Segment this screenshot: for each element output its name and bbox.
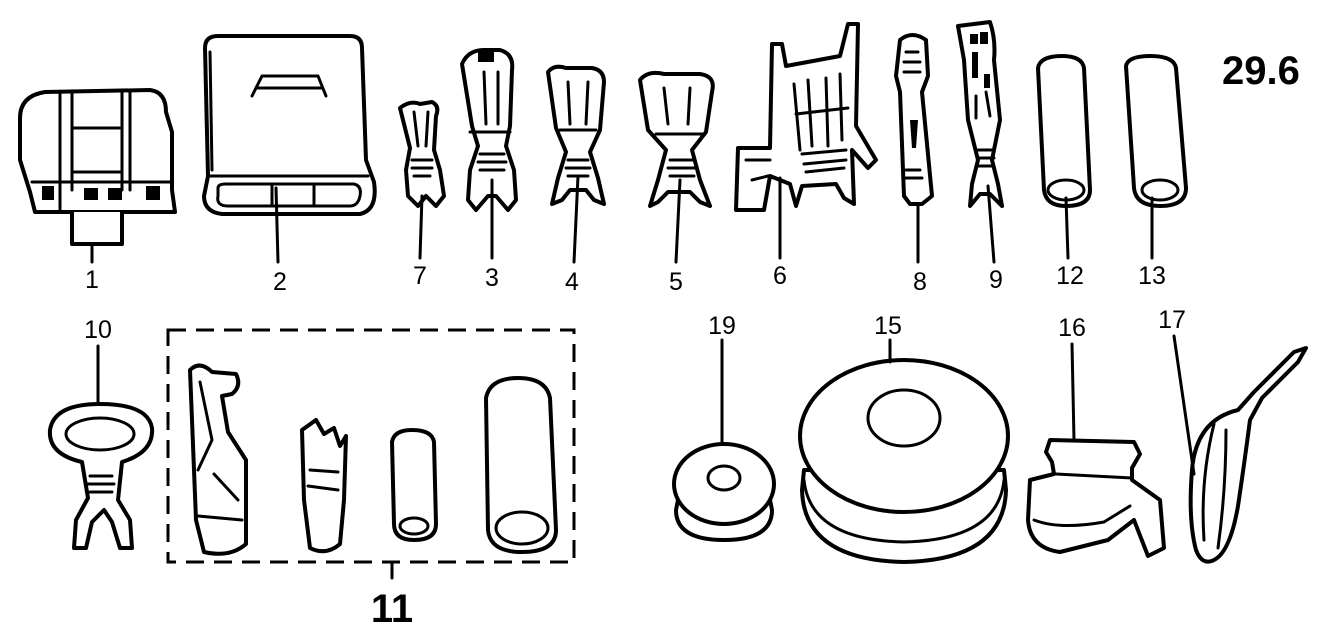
part-13-sleeve-icon <box>1124 54 1188 208</box>
leader-12 <box>1064 196 1070 260</box>
leader-4 <box>572 174 580 264</box>
part-1-connector-housing-icon <box>18 88 177 246</box>
part-12-sleeve-icon <box>1036 54 1092 208</box>
label-16: 16 <box>1058 314 1086 342</box>
leader-lines <box>90 174 1196 580</box>
part-3-blade-terminal-icon <box>460 48 518 212</box>
leader-5 <box>674 178 682 264</box>
leader-7 <box>418 194 424 260</box>
callout-labels: 1 2 7 3 4 5 6 8 9 12 13 10 11 19 15 16 1… <box>84 262 1186 631</box>
label-9: 9 <box>989 266 1003 294</box>
label-1: 1 <box>85 266 99 294</box>
label-13: 13 <box>1138 262 1166 290</box>
part-6-multi-pin-terminal-icon <box>734 22 878 212</box>
part-15-large-grommet-icon <box>798 358 1010 564</box>
label-4: 4 <box>565 268 579 296</box>
label-6: 6 <box>773 262 787 290</box>
part-8-pin-terminal-icon <box>894 33 934 206</box>
part-7-small-blade-terminal-icon <box>398 100 446 208</box>
label-19: 19 <box>708 312 736 340</box>
leader-2 <box>274 186 280 264</box>
part-2-connector-cover-icon <box>202 34 377 216</box>
part-9-pin-terminal-icon <box>956 20 1004 208</box>
label-12: 12 <box>1056 262 1084 290</box>
label-11: 11 <box>371 587 413 631</box>
part-17-cable-tie-icon <box>1188 346 1308 564</box>
part-11-repair-kit-icon <box>166 328 576 564</box>
label-3: 3 <box>485 264 499 292</box>
leader-17 <box>1172 334 1196 476</box>
part-5-wide-blade-terminal-icon <box>638 70 715 208</box>
label-10: 10 <box>84 316 112 344</box>
label-5: 5 <box>669 268 683 296</box>
leader-16 <box>1070 342 1076 442</box>
leader-9 <box>986 184 996 264</box>
figure-number: 29.6 <box>1222 49 1300 93</box>
label-2: 2 <box>273 268 287 296</box>
part-4-blade-terminal-icon <box>546 64 606 206</box>
label-17: 17 <box>1158 306 1186 334</box>
label-7: 7 <box>413 262 427 290</box>
label-8: 8 <box>913 268 927 296</box>
part-19-small-grommet-icon <box>672 442 776 542</box>
label-15: 15 <box>874 312 902 340</box>
part-16-clip-icon <box>1026 438 1166 558</box>
part-10-release-tool-icon <box>47 402 155 550</box>
